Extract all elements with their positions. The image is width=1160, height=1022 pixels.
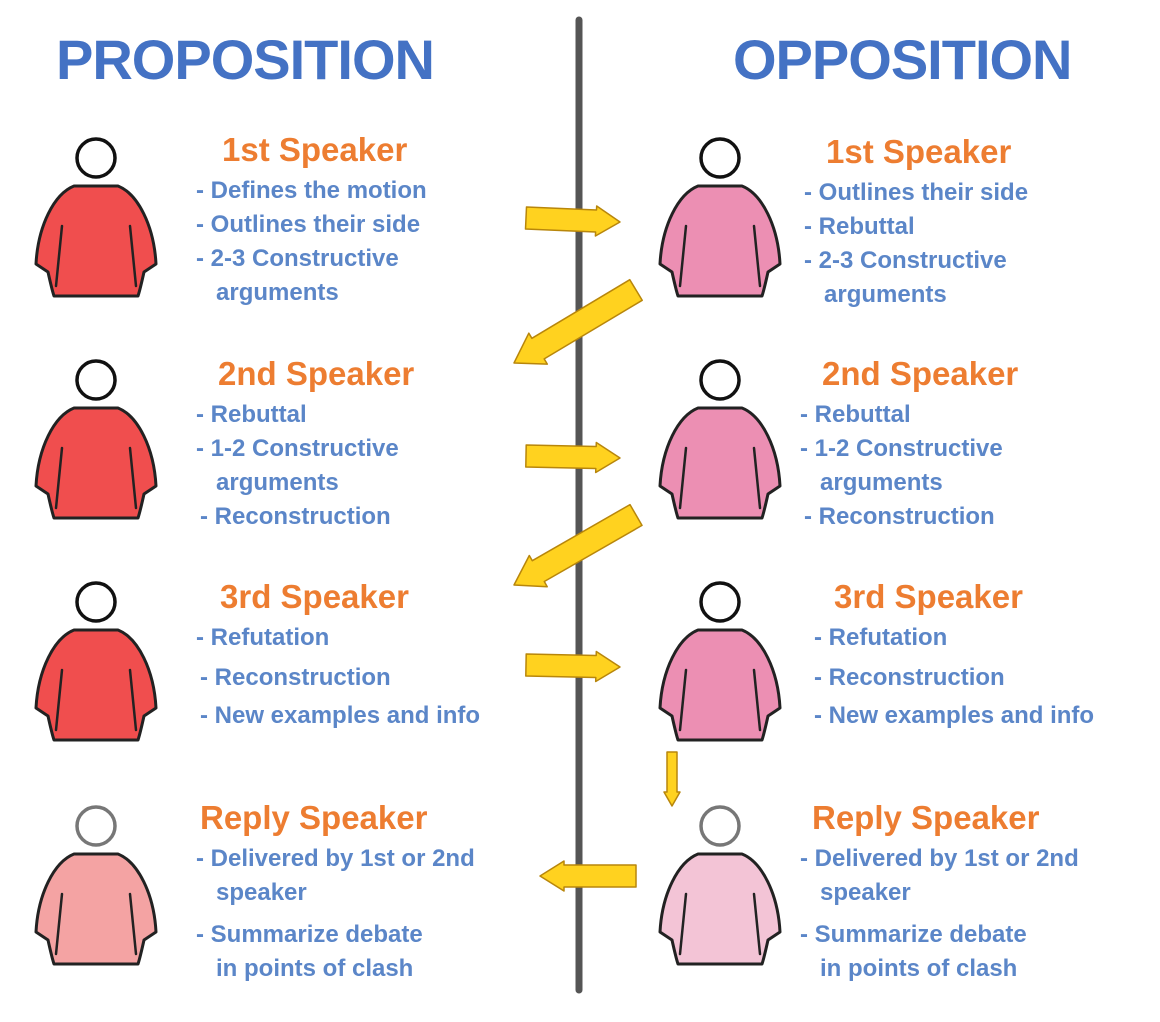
proposition-speaker-icon (34, 137, 158, 298)
opp-speaker-3-point: - Refutation (814, 624, 948, 651)
arrow-right-icon (525, 650, 621, 683)
prop-speaker-3-point: - New examples and info (200, 702, 481, 729)
prop-speaker-3-point: - Reconstruction (200, 664, 391, 691)
body-icon (34, 852, 158, 966)
body-icon (658, 852, 782, 966)
prop-reply-speaker-point: - Summarize debate (196, 921, 423, 948)
opposition-speaker-icon (658, 359, 782, 520)
proposition-speaker-icon (34, 805, 158, 966)
head-icon (699, 581, 741, 623)
opp-speaker-2: 2nd Speaker - Rebuttal - 1-2 Constructiv… (800, 357, 1018, 534)
opposition-speaker-icon (658, 581, 782, 742)
prop-reply-speaker-title: Reply Speaker (200, 799, 428, 836)
prop-reply-speaker-point: - Delivered by 1st or 2nd (196, 845, 475, 872)
head-icon (75, 805, 117, 847)
opp-reply-speaker-title: Reply Speaker (812, 799, 1040, 836)
opposition-speaker-icon (658, 137, 782, 298)
head-icon (699, 359, 741, 401)
arrow-down-left-icon (513, 503, 643, 588)
arm-lines-icon (54, 224, 138, 288)
arrow-left-icon (539, 860, 637, 892)
head-icon (75, 137, 117, 179)
opposition-speaker-icon (658, 805, 782, 966)
proposition-header: PROPOSITION (56, 28, 435, 91)
speaker-figures (34, 137, 782, 966)
opp-speaker-3-title: 3rd Speaker (834, 578, 1023, 615)
head-icon (699, 137, 741, 179)
arm-lines-icon (54, 892, 138, 956)
arrow-right-icon (524, 205, 621, 237)
prop-speaker-2-title: 2nd Speaker (218, 355, 415, 392)
prop-speaker-1-point: - Defines the motion (196, 177, 427, 204)
opp-reply-speaker-point: in points of clash (820, 955, 1018, 982)
opposition-header: OPPOSITION (733, 28, 1072, 91)
prop-speaker-3-title: 3rd Speaker (220, 578, 409, 615)
opp-speaker-3: 3rd Speaker - Refutation - Reconstructio… (814, 580, 1094, 733)
proposition-speaker-icon (34, 359, 158, 520)
opp-speaker-2-point: - 1-2 Constructive (800, 435, 1003, 462)
body-icon (34, 184, 158, 298)
prop-speaker-3: 3rd Speaker - Refutation - Reconstructio… (196, 580, 480, 733)
arrow-down-left-icon (513, 278, 643, 365)
opp-speaker-2-point: - Rebuttal (800, 401, 911, 428)
opp-reply-speaker-point: - Summarize debate (800, 921, 1027, 948)
prop-speaker-1-title: 1st Speaker (222, 131, 408, 168)
prop-reply-speaker-point: in points of clash (216, 955, 414, 982)
arm-lines-icon (54, 668, 138, 732)
prop-speaker-2-point: - Reconstruction (200, 503, 391, 530)
body-icon (658, 628, 782, 742)
opp-speaker-1-point: - 2-3 Constructive (804, 247, 1007, 274)
prop-speaker-2-point: - Rebuttal (196, 401, 307, 428)
opp-speaker-2-title: 2nd Speaker (822, 355, 1019, 392)
prop-speaker-1-point: - 2-3 Constructive (196, 245, 399, 272)
flow-arrows (513, 205, 681, 892)
prop-speaker-2-point: - 1-2 Constructive (196, 435, 399, 462)
arm-lines-icon (678, 446, 762, 510)
arrow-down-icon (663, 751, 681, 807)
arm-lines-icon (678, 668, 762, 732)
body-icon (658, 184, 782, 298)
prop-speaker-2-point: arguments (216, 469, 339, 496)
opp-speaker-3-point: - New examples and info (814, 702, 1095, 729)
opp-speaker-2-point: - Reconstruction (804, 503, 995, 530)
body-icon (658, 406, 782, 520)
prop-speaker-2: 2nd Speaker - Rebuttal - 1-2 Constructiv… (196, 357, 414, 534)
prop-speaker-1: 1st Speaker - Defines the motion - Outli… (196, 133, 427, 310)
prop-speaker-1-point: arguments (216, 279, 339, 306)
opp-speaker-1: 1st Speaker - Outlines their side - Rebu… (804, 135, 1028, 312)
opp-speaker-3-point: - Reconstruction (814, 664, 1005, 691)
opp-reply-speaker: Reply Speaker - Delivered by 1st or 2nd … (800, 801, 1079, 986)
opp-speaker-1-title: 1st Speaker (826, 133, 1012, 170)
opp-speaker-1-point: - Outlines their side (804, 179, 1029, 206)
prop-speaker-3-point: - Refutation (196, 624, 330, 651)
arm-lines-icon (678, 892, 762, 956)
opp-reply-speaker-point: speaker (820, 879, 911, 906)
arrow-right-icon (525, 441, 621, 474)
opp-reply-speaker-point: - Delivered by 1st or 2nd (800, 845, 1079, 872)
body-icon (34, 628, 158, 742)
arm-lines-icon (54, 446, 138, 510)
head-icon (699, 805, 741, 847)
head-icon (75, 359, 117, 401)
proposition-speaker-icon (34, 581, 158, 742)
prop-speaker-1-point: - Outlines their side (196, 211, 421, 238)
prop-reply-speaker-point: speaker (216, 879, 307, 906)
opp-speaker-1-point: arguments (824, 281, 947, 308)
body-icon (34, 406, 158, 520)
arm-lines-icon (678, 224, 762, 288)
prop-reply-speaker: Reply Speaker - Delivered by 1st or 2nd … (196, 801, 475, 986)
head-icon (75, 581, 117, 623)
opp-speaker-2-point: arguments (820, 469, 943, 496)
opp-speaker-1-point: - Rebuttal (804, 213, 915, 240)
